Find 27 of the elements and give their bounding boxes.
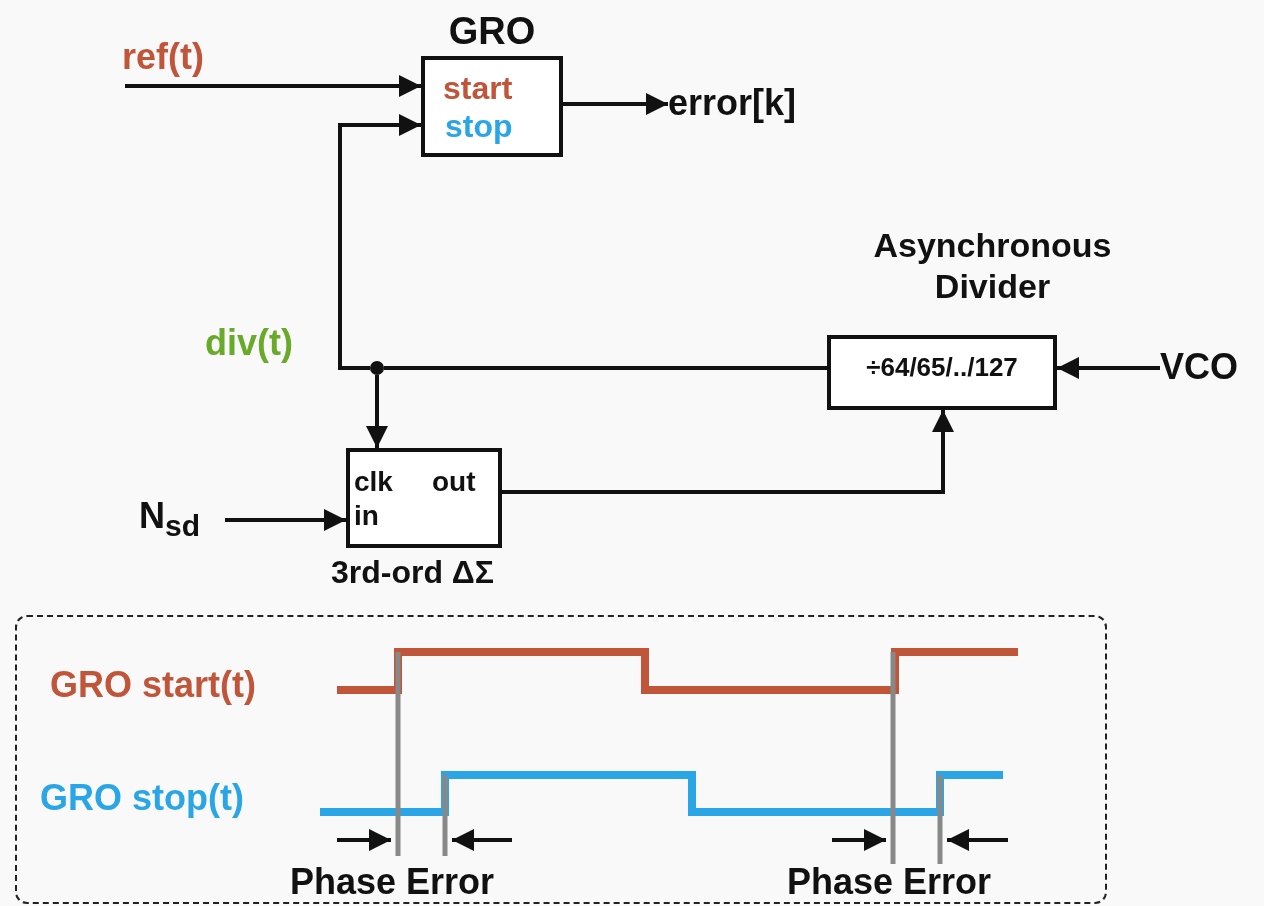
timing-diagram-panel	[15, 615, 1107, 904]
division-ratio: ÷64/65/../127	[865, 353, 1019, 383]
connector-arrow	[563, 93, 668, 115]
block-title: GRO	[447, 10, 537, 54]
junction-dot	[370, 361, 384, 375]
block-title: 3rd-ord ΔΣ	[329, 554, 496, 591]
connector-arrow	[123, 75, 421, 97]
text: ref(t)	[122, 36, 204, 78]
block-title: Asynchronous Divider	[872, 225, 1113, 307]
connector-arrow	[225, 509, 346, 531]
text: error[k]	[668, 82, 797, 124]
connector-arrow	[1057, 357, 1160, 379]
signal-label: div(t)	[205, 322, 293, 364]
port-label: start	[443, 70, 513, 107]
text: N$_{sd}$	[139, 495, 200, 544]
port-label: in	[354, 500, 379, 533]
port-label: out	[432, 466, 476, 499]
measure-label: Phase Error	[787, 861, 992, 903]
text: VCO	[1160, 346, 1238, 388]
port-label: clk	[354, 466, 393, 499]
waveform-label: GRO stop(t)	[40, 777, 244, 819]
connector-arrow	[502, 410, 954, 494]
connector-arrow	[338, 114, 421, 370]
port-label: stop	[445, 108, 513, 145]
waveform-label: GRO start(t)	[50, 664, 256, 706]
connector-arrow	[366, 375, 388, 448]
measure-label: Phase Error	[290, 861, 495, 903]
